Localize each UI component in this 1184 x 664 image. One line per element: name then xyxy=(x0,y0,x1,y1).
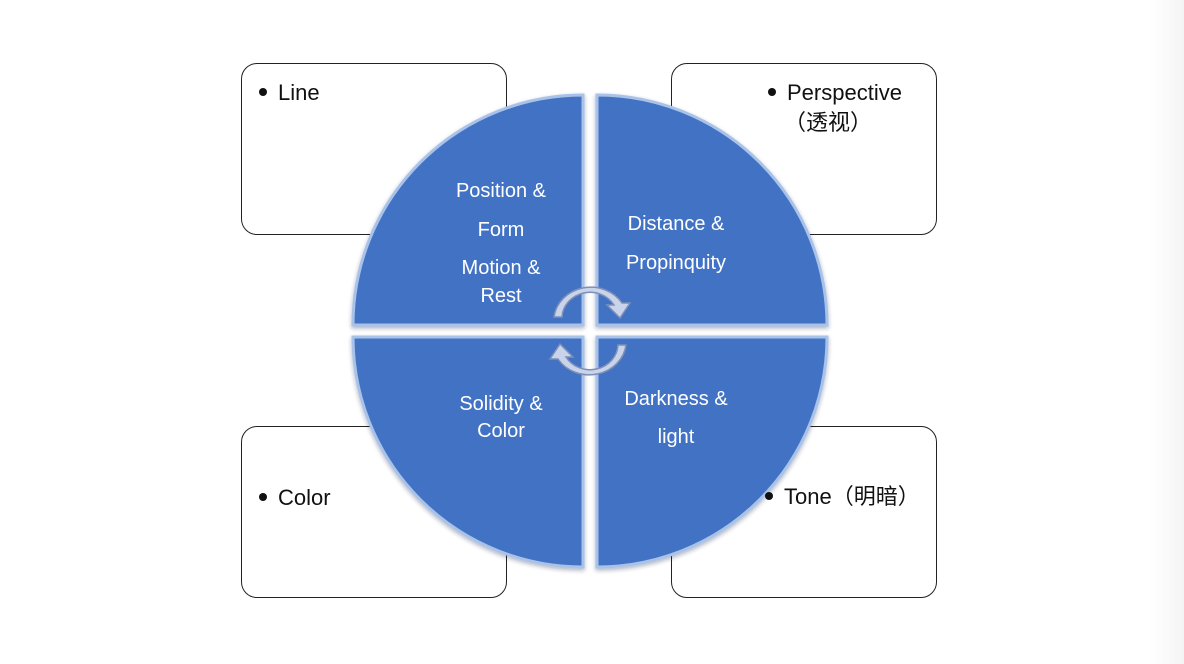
quadrant-top-left-line4: Rest xyxy=(480,285,522,307)
bullet-perspective-text: Perspective xyxy=(787,80,902,105)
bullet-dot-icon xyxy=(259,88,267,97)
quadrant-top-right-line1: Distance & xyxy=(628,213,725,235)
bullet-dot-icon xyxy=(768,88,776,97)
quadrant-top-left-line1: Position & xyxy=(456,180,547,202)
cycle-arrow-bottom-icon xyxy=(548,342,627,376)
right-edge-shade xyxy=(1150,0,1184,664)
bullet-color-text: Color xyxy=(278,485,331,510)
quadrant-bottom-left-line1: Solidity & xyxy=(459,393,543,415)
bullet-perspective: Perspective （透视） xyxy=(768,78,902,138)
quadrant-bottom-right-line2: light xyxy=(658,426,695,448)
bullet-line: Line xyxy=(259,78,320,108)
quadrant-top-left xyxy=(351,93,585,327)
cycle-arrow-top-icon xyxy=(553,286,632,320)
quadrant-bottom-left xyxy=(351,335,585,569)
bullet-perspective-subtext: （透视） xyxy=(783,110,872,135)
quadrant-top-left-line2: Form xyxy=(478,219,525,241)
bullet-dot-icon xyxy=(765,492,773,501)
quadrant-bottom-right xyxy=(595,335,829,569)
quadrant-top-right-line2: Propinquity xyxy=(626,252,726,274)
bullet-dot-icon xyxy=(259,493,267,502)
bullet-tone-text: Tone（明暗） xyxy=(784,484,920,509)
bullet-color: Color xyxy=(259,483,331,513)
quadrant-bottom-right-line1: Darkness & xyxy=(624,388,728,410)
quadrant-top-right xyxy=(595,93,829,327)
bullet-line-text: Line xyxy=(278,80,320,105)
quadrant-top-left-line3: Motion & xyxy=(462,257,542,279)
bullet-tone: Tone（明暗） xyxy=(765,482,920,512)
quadrant-bottom-left-line2: Color xyxy=(477,420,525,442)
